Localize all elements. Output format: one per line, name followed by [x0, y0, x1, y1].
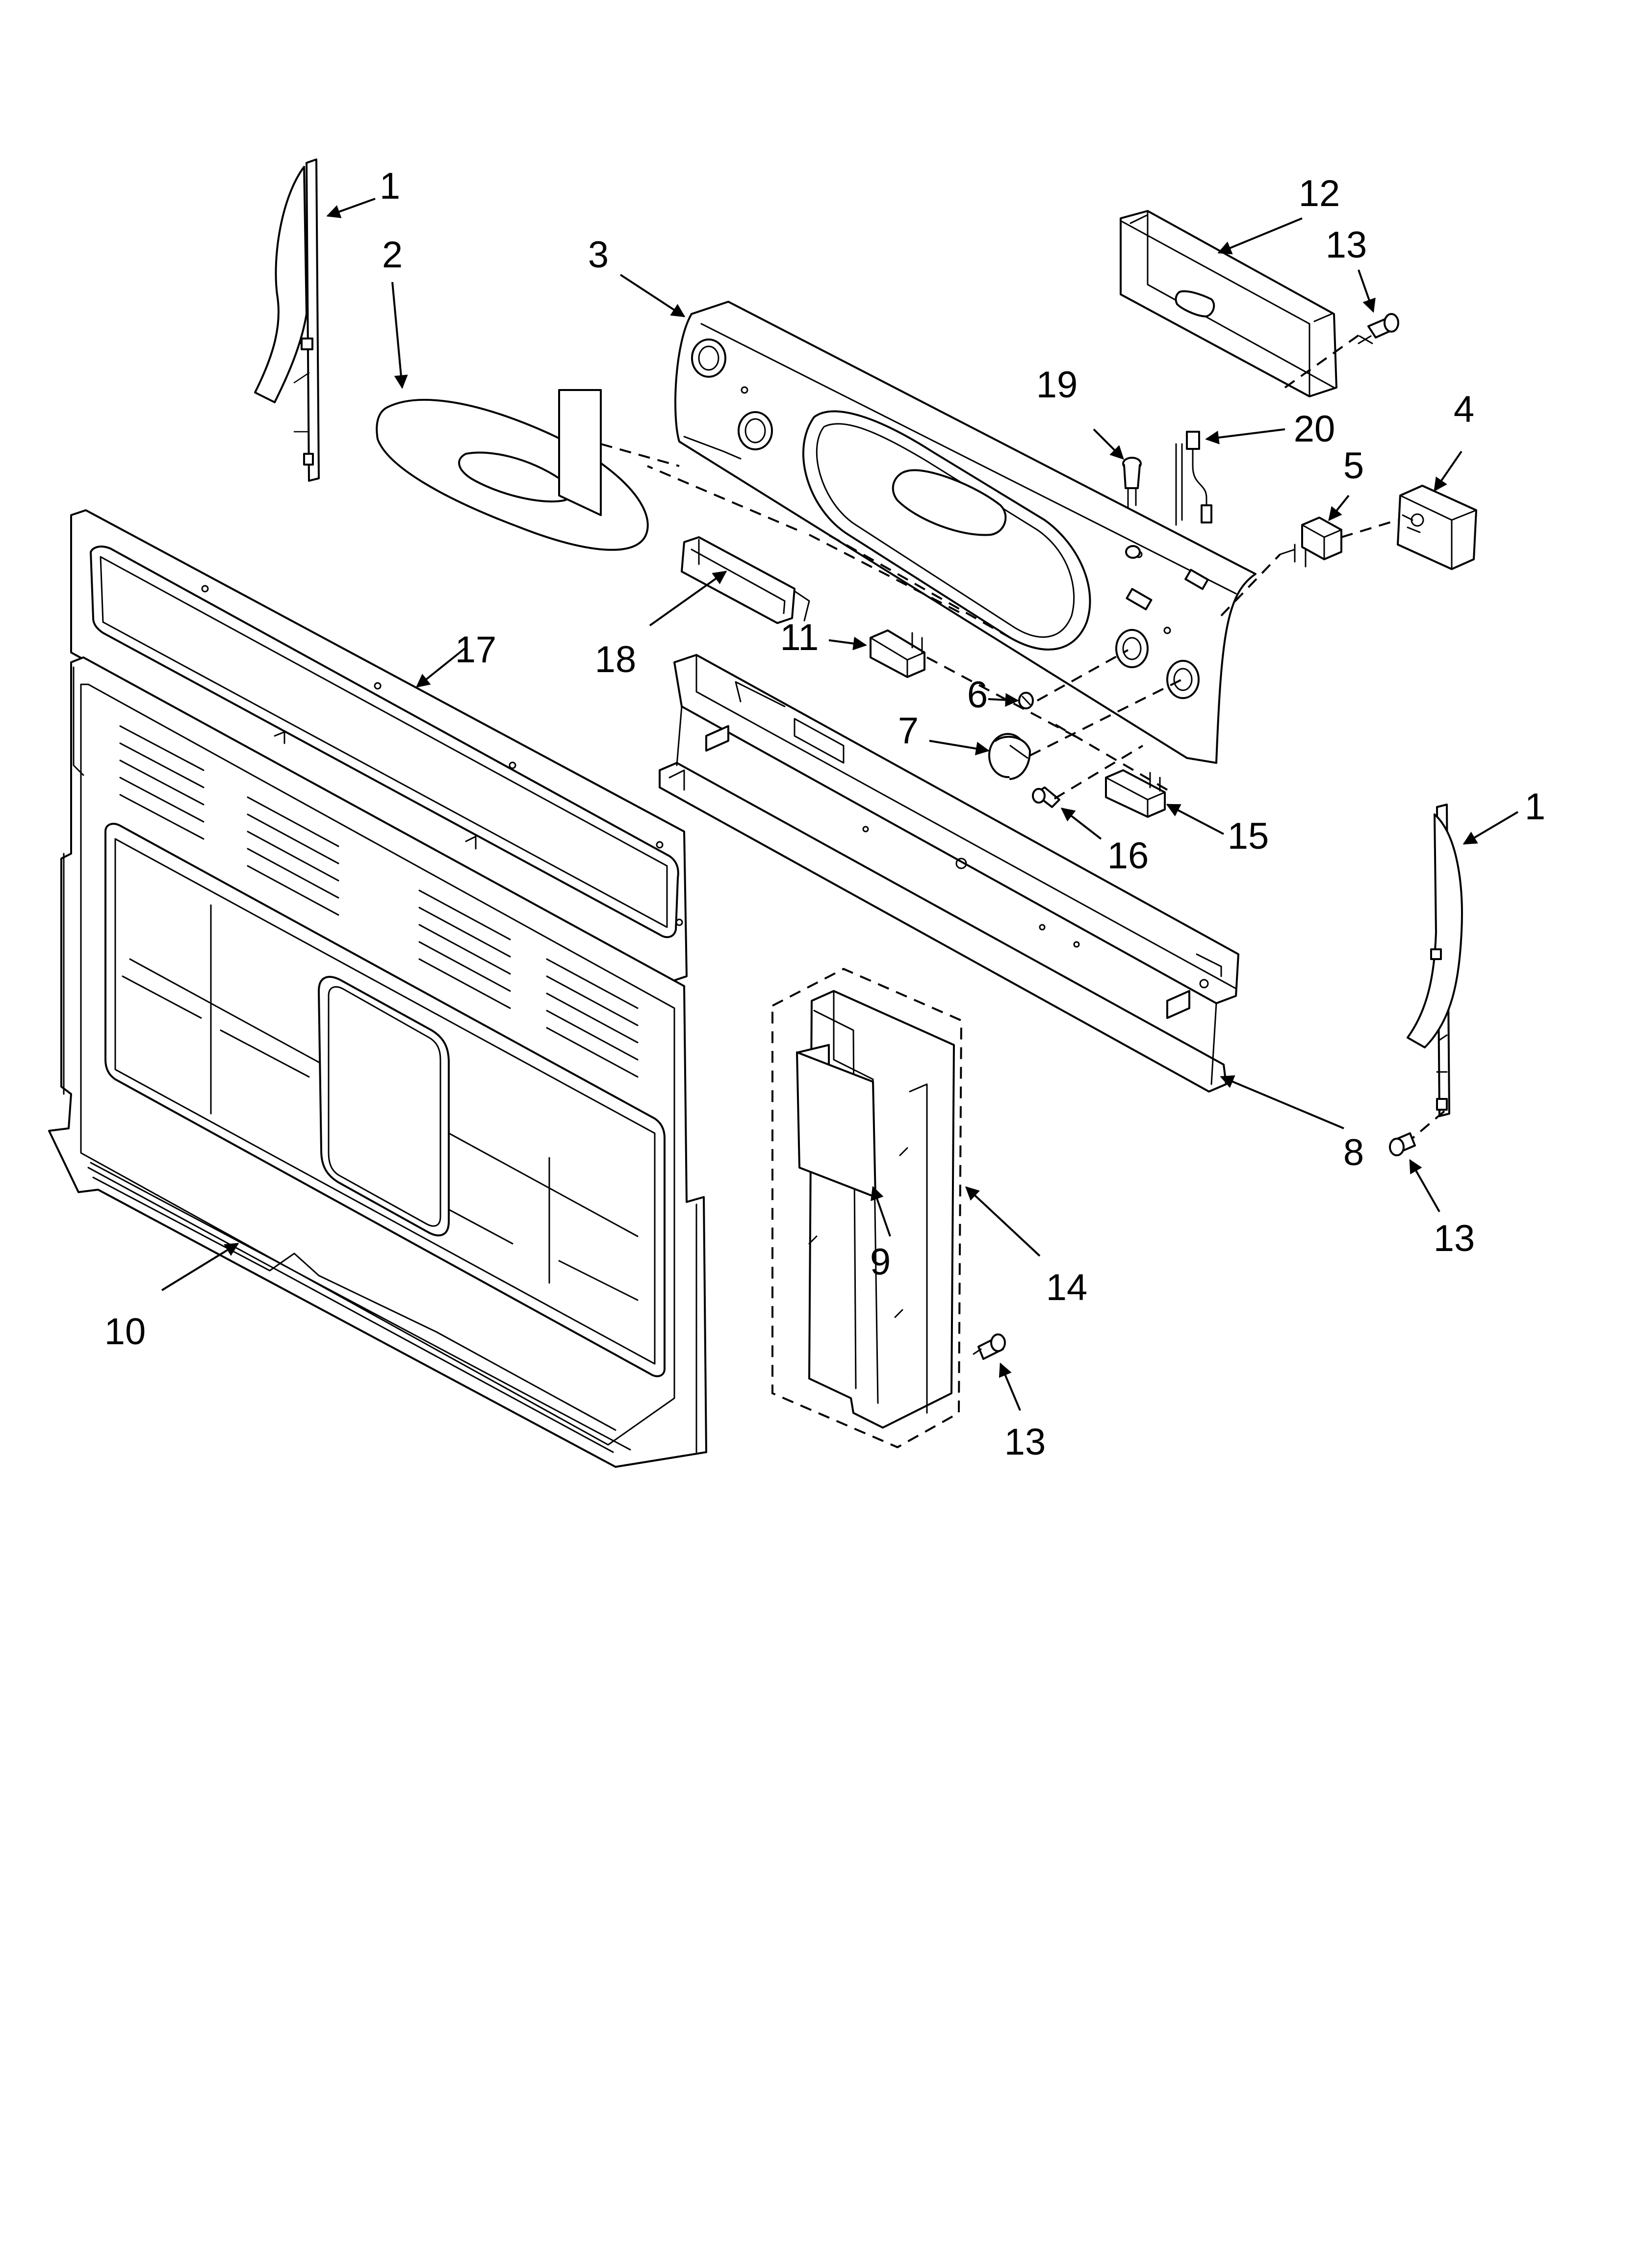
part-13-screw-right — [1389, 1132, 1416, 1156]
part-7-knob — [988, 733, 1031, 780]
callout-15: 15 — [1228, 815, 1269, 857]
callout-16: 16 — [1107, 835, 1149, 877]
part-8-mounting-rail — [659, 654, 1239, 1093]
part-15-rocker-switch — [1105, 769, 1166, 818]
part-1-left-side-trim — [254, 158, 320, 482]
part-4-control-box — [1397, 485, 1477, 570]
part-13-screw-upper — [1358, 313, 1399, 344]
assembly-guide-lines — [600, 333, 1445, 1139]
part-11-rocker-switch — [870, 629, 925, 678]
callout-13-top: 13 — [1326, 224, 1367, 266]
callout-12: 12 — [1299, 173, 1340, 214]
callout-1-left: 1 — [380, 165, 400, 207]
part-5-switch — [1279, 517, 1342, 568]
callout-11: 11 — [780, 617, 819, 658]
part-10-rear-panel — [48, 656, 707, 1468]
callout-7: 7 — [898, 710, 919, 752]
callout-19: 19 — [1036, 364, 1078, 406]
callout-labels: 1 1 2 3 4 5 6 7 8 9 10 11 12 13 13 13 14… — [104, 165, 1545, 1463]
part-2-overlay — [376, 389, 649, 551]
part-3-control-panel — [674, 301, 1257, 764]
part-19-indicator-lamp — [1122, 457, 1142, 509]
callout-13-bottom: 13 — [1004, 1421, 1046, 1463]
callout-4: 4 — [1454, 389, 1474, 430]
callout-8: 8 — [1343, 1132, 1364, 1173]
callout-2: 2 — [382, 234, 403, 276]
callout-leaders — [161, 198, 1519, 1411]
part-20-wire-harness — [1175, 431, 1212, 526]
callout-17: 17 — [455, 629, 497, 671]
callout-5: 5 — [1343, 445, 1364, 487]
callout-13-right: 13 — [1434, 1218, 1475, 1259]
callout-3: 3 — [588, 234, 609, 276]
callout-14: 14 — [1046, 1267, 1088, 1308]
part-1-right-side-trim — [1407, 804, 1463, 1117]
callout-9: 9 — [870, 1241, 891, 1283]
part-14-bracket-assembly — [771, 967, 963, 1449]
callout-18: 18 — [595, 639, 637, 680]
callout-10: 10 — [104, 1311, 146, 1353]
part-16-screw — [1032, 786, 1060, 808]
part-18-trim-piece — [681, 536, 810, 624]
part-13-screw-lower — [973, 1333, 1006, 1360]
part-12-display-board — [1120, 210, 1337, 397]
callout-1-right: 1 — [1525, 786, 1545, 828]
callout-20: 20 — [1294, 408, 1335, 450]
part-6-screw — [1018, 692, 1034, 709]
part-17-gasket-frame — [70, 509, 688, 982]
callout-6: 6 — [967, 674, 988, 716]
